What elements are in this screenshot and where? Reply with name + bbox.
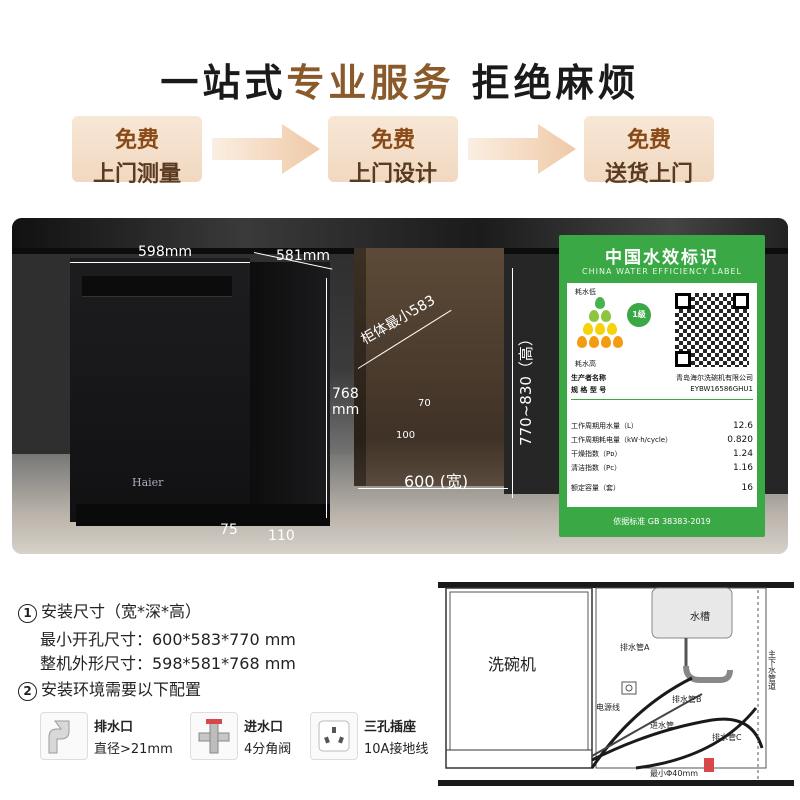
arrow-right-icon xyxy=(212,124,320,174)
qr-corner xyxy=(675,293,691,309)
diagram-main-drain: 主下水管道 xyxy=(768,649,777,691)
spec-row: 额定容量（套） 16 xyxy=(571,483,753,493)
dim-niche-width: 600 (宽) xyxy=(404,472,469,491)
dim-depth: 581mm xyxy=(276,248,330,264)
diagram-drain-a: 排水管A xyxy=(620,642,650,652)
dim-kick-depth: 110 xyxy=(268,528,295,544)
dim-height-unit: mm xyxy=(332,402,360,418)
spec-value: 0.820 xyxy=(727,435,753,445)
qr-corner xyxy=(675,351,691,367)
label-high: 耗水高 xyxy=(575,360,596,368)
headline-part2: 专业服务 xyxy=(286,61,455,105)
label-footer: 依据标准 GB 38383-2019 xyxy=(613,517,711,526)
req-title: 三孔插座 xyxy=(364,720,417,735)
water-efficiency-label: 中国水效标识 CHINA WATER EFFICIENCY LABEL 耗水低 … xyxy=(559,235,765,537)
label-divider xyxy=(571,399,753,400)
spec-row: 工作周期耗电量（kW·h/cycle） 0.820 xyxy=(571,435,753,445)
service-badge-design: 免费 上门设计 xyxy=(328,116,458,187)
req-title: 排水口 xyxy=(94,720,134,735)
spec-key: 工作周期用水量（L） xyxy=(571,422,638,430)
dim-width: 598mm xyxy=(138,244,192,260)
diagram-drain-b: 排水管B xyxy=(672,694,702,704)
model-value: EYBW16586GHU1 xyxy=(690,385,753,393)
spec-value: 16 xyxy=(741,483,753,493)
headline-part1: 一站式 xyxy=(160,61,287,105)
spec-value: 1.24 xyxy=(732,449,753,459)
qr-corner xyxy=(733,293,749,309)
diagram-min-dia: 最小Φ40mm xyxy=(650,769,698,778)
water-drops-icon xyxy=(575,297,625,357)
diagram-inlet: 进水管 xyxy=(650,720,674,730)
diagram-dishwasher-label: 洗碗机 xyxy=(488,655,536,674)
diagram-sink-label: 水槽 xyxy=(690,610,710,623)
spec-value: 1.16 xyxy=(732,463,753,473)
spec-key: 额定容量（套） xyxy=(571,484,620,492)
dim-line-niche-width xyxy=(358,488,508,489)
grade-badge: 1级 xyxy=(627,303,651,327)
service-badge-line2: 上门设计 xyxy=(348,162,437,187)
dim-height: 768 xyxy=(332,386,359,402)
service-badge-measure: 免费 上门测量 xyxy=(72,116,202,187)
model-row: 规 格 型 号 EYBW16586GHU1 xyxy=(571,385,753,395)
dishwasher-side xyxy=(250,262,330,522)
step-number: 2 xyxy=(18,682,37,701)
req-title: 进水口 xyxy=(244,720,284,735)
model-label: 规 格 型 号 xyxy=(571,386,607,394)
spec-row: 干燥指数（Pᴅ） 1.24 xyxy=(571,449,753,459)
headline-part3: 拒绝麻烦 xyxy=(471,61,640,105)
dishwasher xyxy=(70,258,250,522)
dim-line-width xyxy=(70,262,250,263)
dim-gap-w: 70 xyxy=(418,398,431,409)
label-title: 中国水效标识 xyxy=(605,248,719,268)
service-badge-line1: 免费 xyxy=(114,128,159,153)
step-number: 1 xyxy=(18,604,37,623)
spec-row: 清洁指数（Pᴄ） 1.16 xyxy=(571,463,753,473)
control-panel xyxy=(82,276,232,297)
manufacturer-label: 生产者名称 xyxy=(571,374,606,382)
label-body: 耗水低 1级 耗水高 生产者名称 青岛海尔洗碗机有限公司 规 格 型 号 EYB… xyxy=(567,283,757,507)
service-badge-delivery: 免费 送货上门 xyxy=(584,116,714,187)
service-badge-line2: 送货上门 xyxy=(604,162,693,187)
drain-pipe-icon xyxy=(40,712,88,760)
headline: 一站式专业服务 拒绝麻烦 xyxy=(0,52,800,107)
dim-niche-height: 770~830（高） xyxy=(516,331,535,446)
dim-line-niche-height xyxy=(512,268,513,498)
installation-diagram: 洗碗机 水槽 排水管A 排水管B 排水管C 电源线 进水管 最小Φ40mm 主下… xyxy=(438,582,794,786)
spec-value: 12.6 xyxy=(732,421,753,431)
brand-logo: Haier xyxy=(132,476,164,489)
spec-key: 清洁指数（Pᴄ） xyxy=(571,464,622,472)
dim-line-height xyxy=(326,278,327,518)
service-badge-line1: 免费 xyxy=(370,128,415,153)
diagram-drain-c: 排水管C xyxy=(712,732,742,742)
req-sub: 4分角阀 xyxy=(244,742,292,757)
diagram-power-cord: 电源线 xyxy=(596,702,620,712)
min-opening: 最小开孔尺寸：600*583*770 mm xyxy=(40,630,296,649)
angle-valve-icon xyxy=(190,712,238,760)
install-env-title-text: 安装环境需要以下配置 xyxy=(41,680,202,699)
req-sub: 直径>21mm xyxy=(94,742,173,757)
overall-size: 整机外形尺寸：598*581*768 mm xyxy=(40,654,296,673)
req-sub: 10A接地线 xyxy=(364,742,429,757)
manufacturer-value: 青岛海尔洗碗机有限公司 xyxy=(676,374,753,382)
install-niche xyxy=(354,248,504,486)
dim-kick-height: 75 xyxy=(220,522,238,538)
dim-gap-h: 100 xyxy=(396,430,416,441)
install-size-title-text: 安装尺寸（宽*深*高） xyxy=(41,602,202,621)
service-badge-line2: 上门测量 xyxy=(92,162,181,187)
manufacturer-row: 生产者名称 青岛海尔洗碗机有限公司 xyxy=(571,373,753,383)
spec-key: 工作周期耗电量（kW·h/cycle） xyxy=(571,436,673,444)
spec-row: 工作周期用水量（L） 12.6 xyxy=(571,421,753,431)
kick-plate xyxy=(76,504,330,526)
label-low: 耗水低 xyxy=(575,288,596,296)
arrow-right-icon xyxy=(468,124,576,174)
cabinet-left xyxy=(12,254,72,454)
power-socket-icon xyxy=(310,712,358,760)
service-badge-line1: 免费 xyxy=(626,128,671,153)
label-subtitle: CHINA WATER EFFICIENCY LABEL xyxy=(582,267,742,276)
spec-key: 干燥指数（Pᴅ） xyxy=(571,450,622,458)
